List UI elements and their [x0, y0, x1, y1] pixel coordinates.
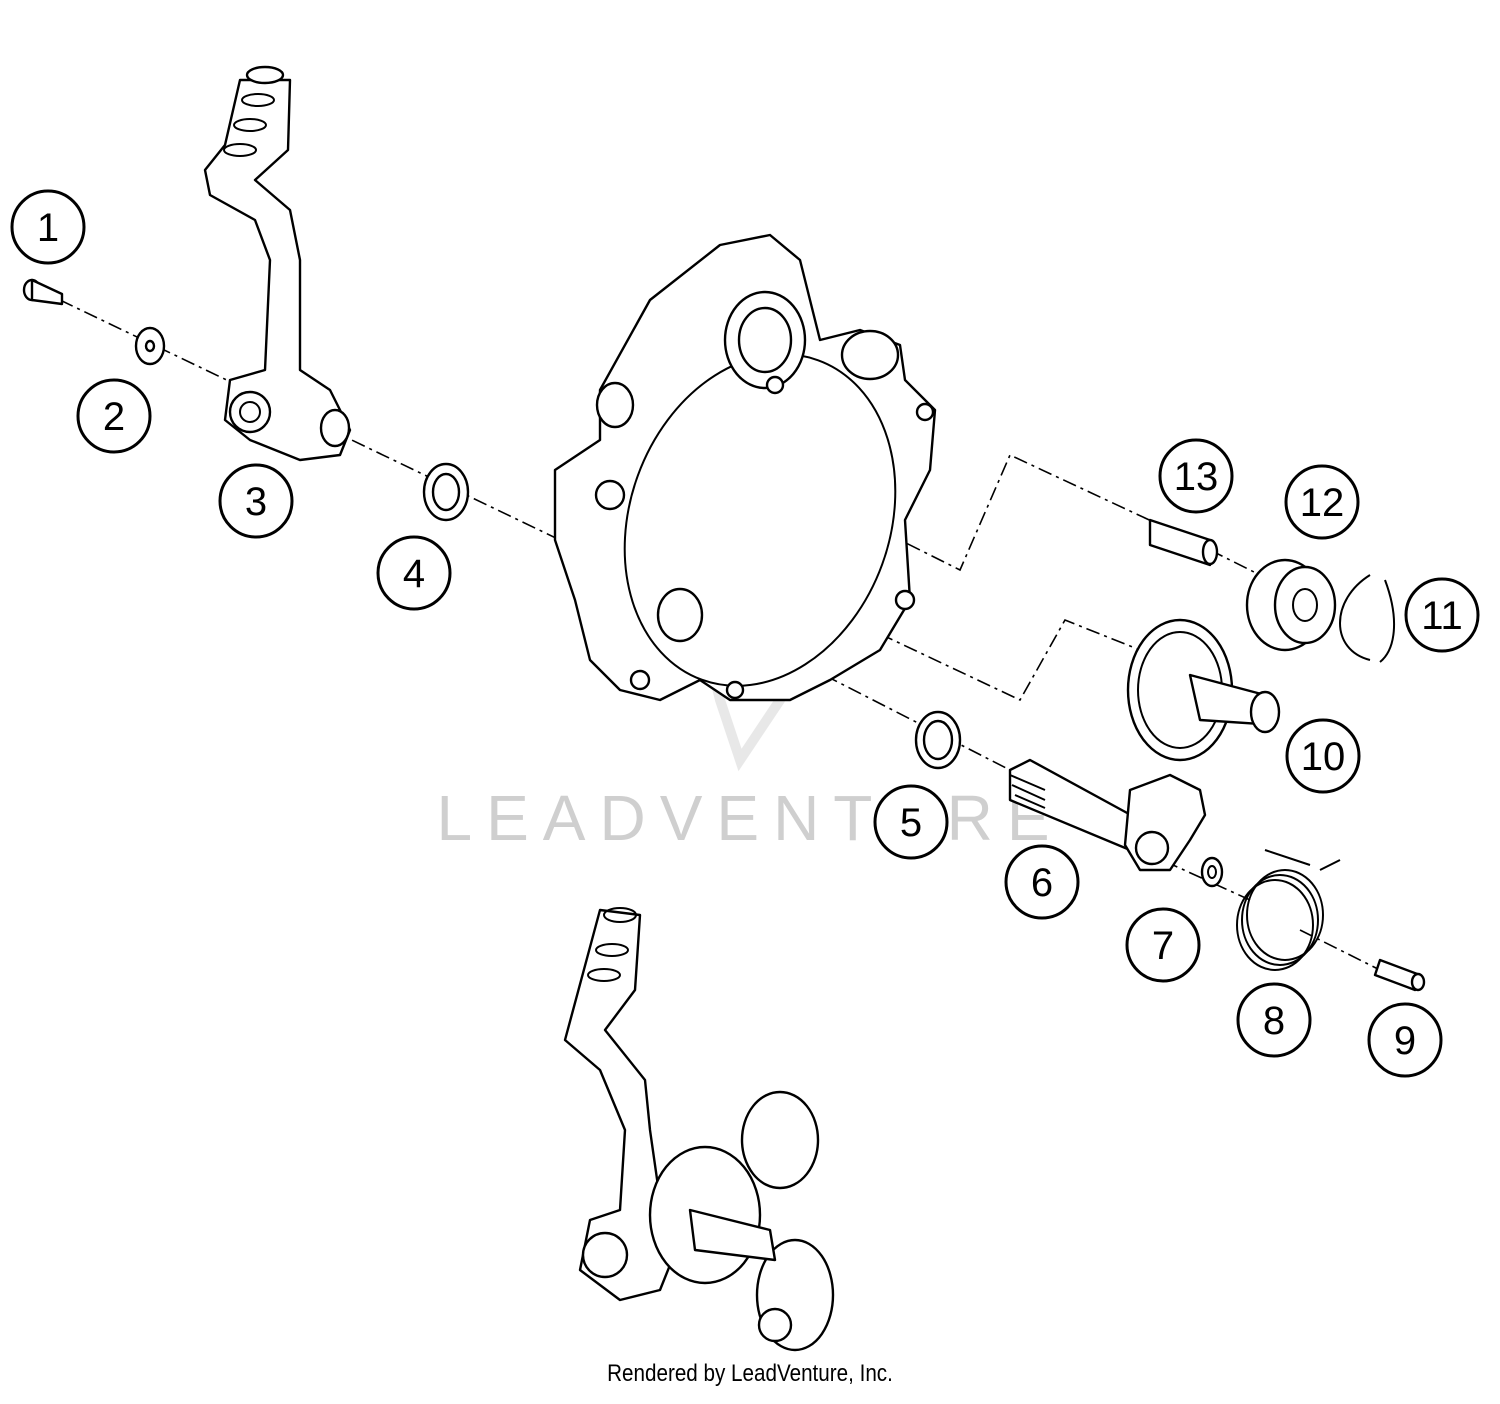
small-washer-part — [1200, 856, 1224, 888]
circlip-part — [1339, 574, 1396, 663]
callout-5: 5 — [873, 784, 949, 860]
kick-shaft-part — [1008, 758, 1207, 872]
svg-text:10: 10 — [1301, 735, 1346, 779]
callout-6: 6 — [1004, 844, 1080, 920]
svg-text:11: 11 — [1421, 594, 1463, 638]
svg-text:12: 12 — [1300, 481, 1345, 525]
kick-lever-part — [203, 65, 352, 462]
svg-text:5: 5 — [900, 801, 922, 845]
svg-text:3: 3 — [245, 480, 267, 524]
assembled-kick-mechanism — [563, 907, 835, 1352]
callout-7: 7 — [1125, 907, 1201, 983]
seal-ring-part — [422, 462, 470, 522]
shaft-washer-part — [914, 710, 962, 770]
callout-10: 10 — [1285, 718, 1361, 794]
callout-3: 3 — [218, 463, 294, 539]
intermediate-gear-part — [1126, 618, 1281, 762]
svg-text:1: 1 — [37, 206, 59, 250]
engine-cover-part — [553, 233, 937, 702]
callout-8: 8 — [1236, 982, 1312, 1058]
callout-11: 11 — [1404, 577, 1480, 653]
sleeve-part — [1148, 518, 1219, 567]
callout-9: 9 — [1367, 1002, 1443, 1078]
svg-text:2: 2 — [103, 395, 125, 439]
svg-text:8: 8 — [1263, 999, 1285, 1043]
svg-text:4: 4 — [403, 552, 425, 596]
svg-text:6: 6 — [1031, 861, 1053, 905]
render-credit-footer: Rendered by LeadVenture, Inc. — [607, 1360, 893, 1387]
pin-part — [1373, 958, 1426, 992]
svg-text:7: 7 — [1152, 924, 1174, 968]
bolt-part — [22, 278, 64, 306]
svg-text:13: 13 — [1174, 455, 1219, 499]
callout-1: 1 — [10, 189, 86, 265]
kick-spring-part — [1236, 849, 1341, 971]
drive-gear-part — [1245, 558, 1337, 652]
washer-part — [134, 326, 166, 366]
callouts: 1 2 3 4 5 6 7 8 9 10 11 12 13 — [10, 189, 1480, 1078]
watermark-text: LEADVENTURE — [437, 782, 1064, 854]
callout-12: 12 — [1284, 464, 1360, 540]
callout-13: 13 — [1158, 438, 1234, 514]
svg-text:9: 9 — [1394, 1019, 1416, 1063]
callout-4: 4 — [376, 535, 452, 611]
callout-2: 2 — [76, 378, 152, 454]
